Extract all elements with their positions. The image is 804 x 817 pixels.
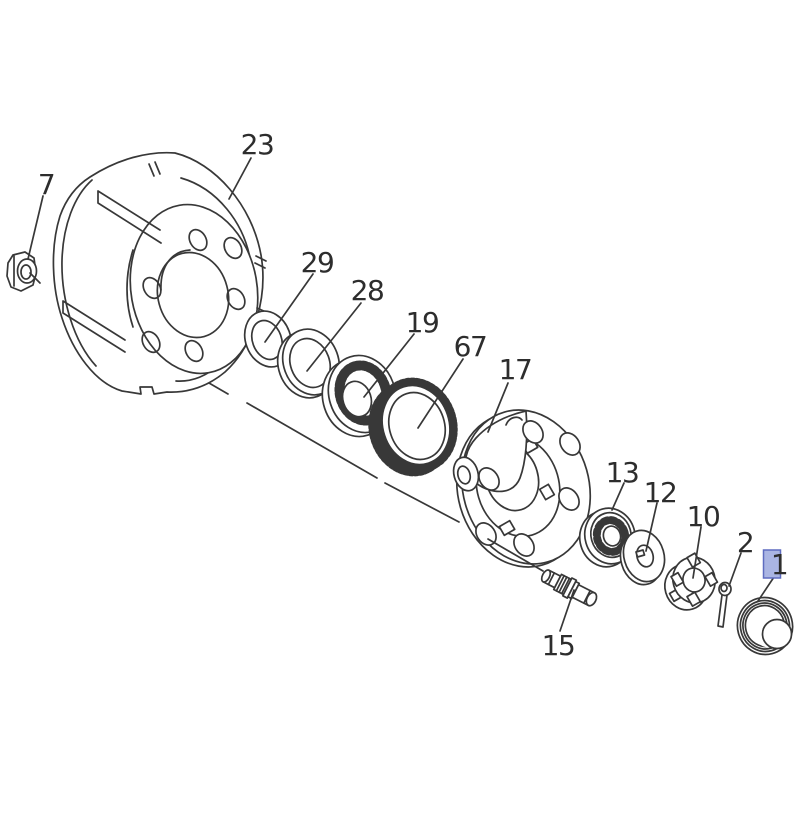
callout-19[interactable]: 19 (406, 306, 440, 339)
tone-ring-teeth (374, 377, 458, 473)
callout-29[interactable]: 29 (301, 246, 335, 279)
lock-nut (663, 552, 719, 611)
callout-leader-lines (27, 157, 775, 632)
callout-67[interactable]: 67 (454, 330, 488, 363)
hub-cap (736, 596, 794, 656)
lock-nut-slots (670, 552, 719, 608)
callout-23[interactable]: 23 (241, 128, 275, 161)
callout-7[interactable]: 7 (38, 168, 56, 201)
callout-13[interactable]: 13 (606, 456, 640, 489)
callout-1-selected[interactable]: 1 (771, 548, 789, 581)
callout-2[interactable]: 2 (737, 526, 755, 559)
callout-10[interactable]: 10 (687, 500, 721, 533)
brake-drum (52, 151, 267, 395)
wheel-stud (540, 569, 598, 607)
callout-12[interactable]: 12 (644, 476, 678, 509)
bearing-balls (592, 516, 630, 556)
cotter-pin (717, 581, 732, 628)
keyed-washer (619, 529, 666, 586)
callout-15[interactable]: 15 (542, 629, 576, 662)
callout-28[interactable]: 28 (351, 274, 385, 307)
hub-stud-holes (475, 420, 581, 557)
hex-nut (6, 251, 41, 292)
wheel-hub (452, 409, 592, 568)
hub-cap-dome (761, 618, 793, 650)
selected-callout-highlight[interactable] (762, 549, 782, 579)
drum-bolt-holes (141, 228, 246, 363)
callout-17[interactable]: 17 (499, 353, 533, 386)
